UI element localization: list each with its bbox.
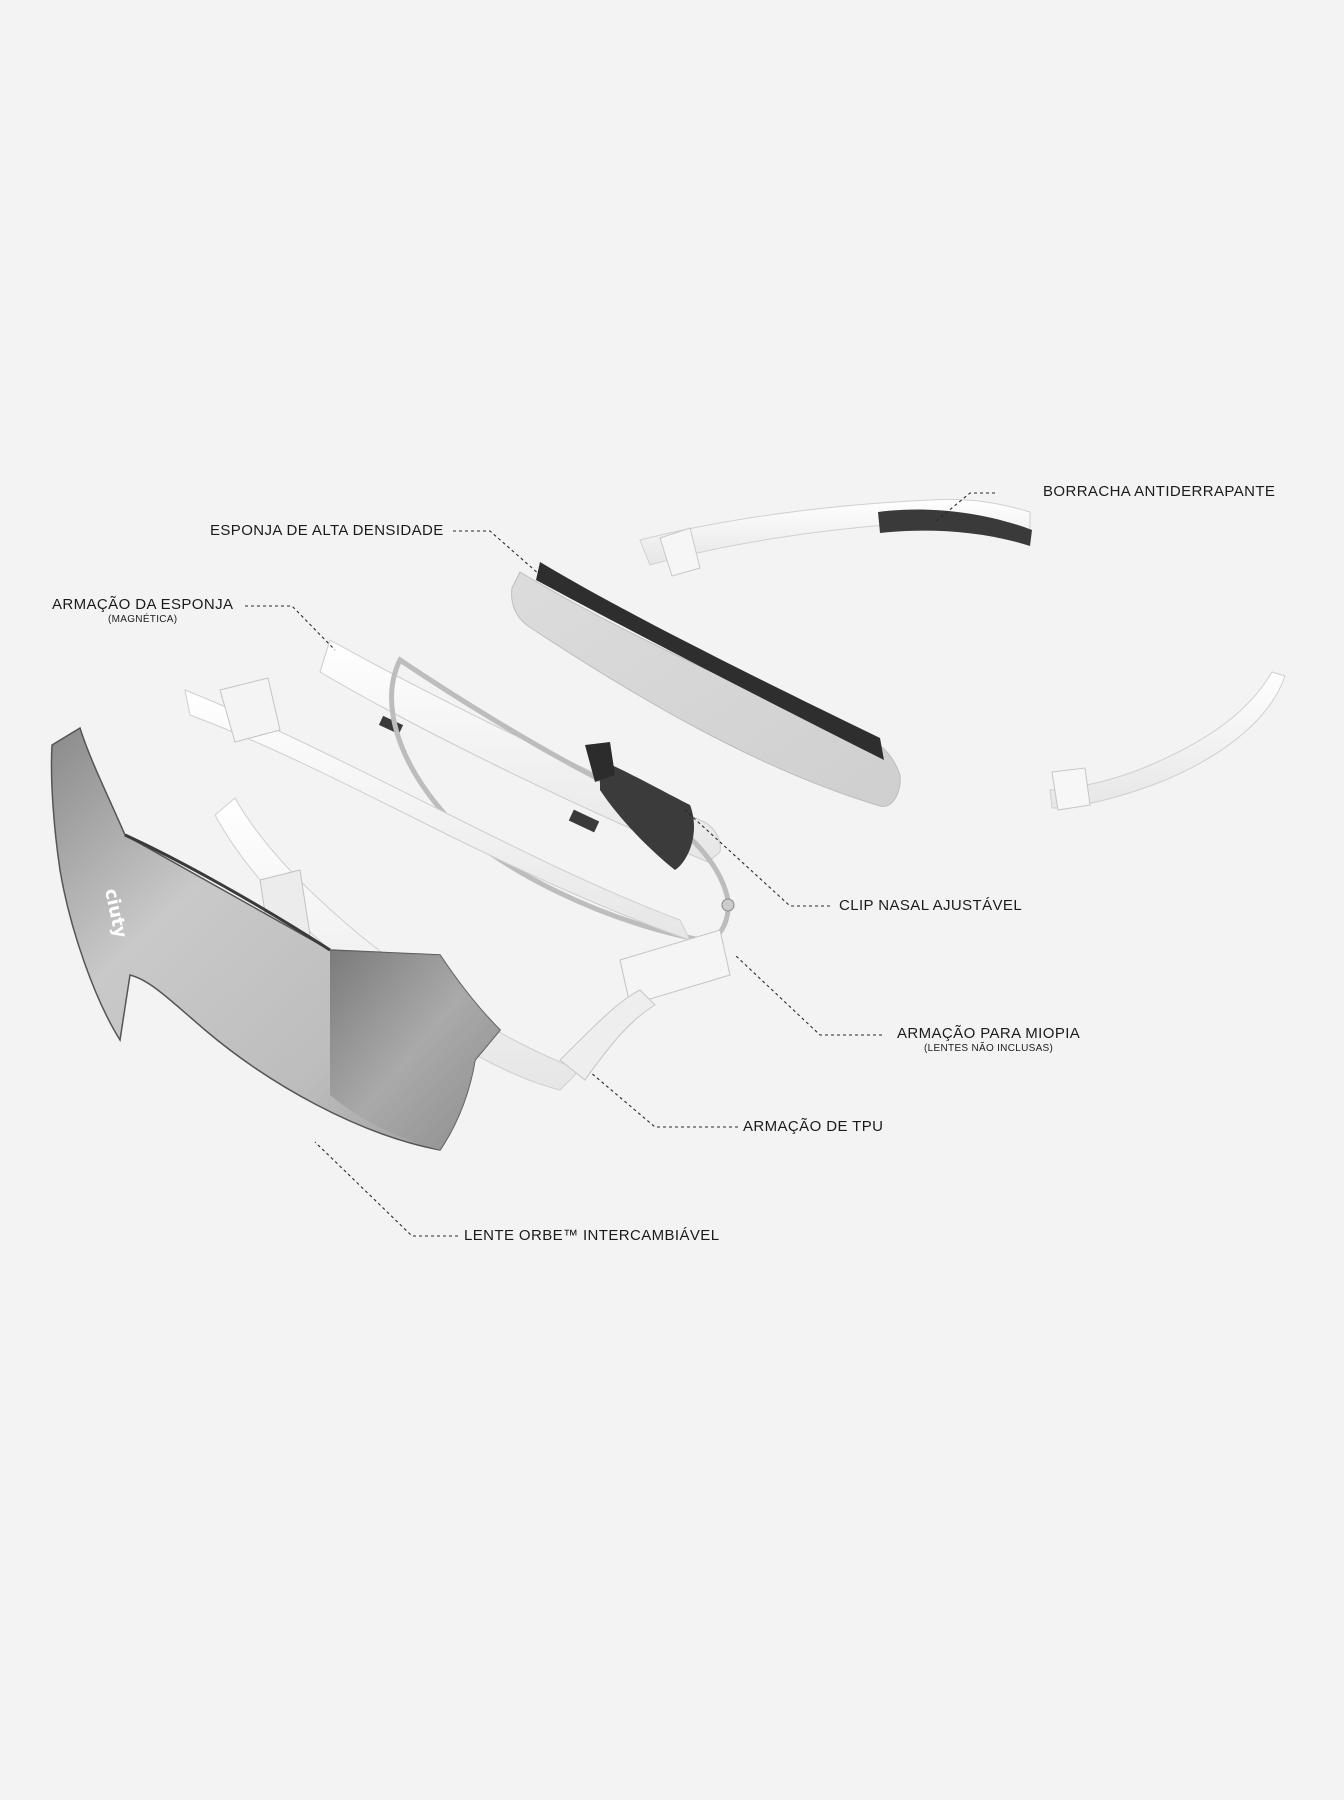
temple-arm-top xyxy=(639,498,1032,577)
callout-esponja-alta-densidade: ESPONJA DE ALTA DENSIDADE xyxy=(210,522,444,540)
callout-label: ESPONJA DE ALTA DENSIDADE xyxy=(210,522,444,539)
callout-label: LENTE ORBE™ INTERCAMBIÁVEL xyxy=(464,1227,720,1244)
high-density-foam xyxy=(511,562,901,807)
callout-lente-orbe: LENTE ORBE™ INTERCAMBIÁVEL xyxy=(464,1227,719,1245)
callout-label: ARMAÇÃO DA ESPONJA xyxy=(52,596,234,613)
callout-note: (LENTES NÃO INCLUSAS) xyxy=(924,1043,1054,1054)
orbe-lens: ciuty xyxy=(50,726,502,1151)
callout-armacao-tpu: ARMAÇÃO DE TPU xyxy=(743,1118,883,1136)
callout-clip-nasal: CLIP NASAL AJUSTÁVEL xyxy=(839,897,1022,915)
nose-clip xyxy=(585,742,695,870)
tpu-frame xyxy=(184,677,731,1091)
temple-arm-bottom xyxy=(1049,671,1286,811)
callout-label: BORRACHA ANTIDERRAPANTE xyxy=(1043,483,1276,500)
callout-label: CLIP NASAL AJUSTÁVEL xyxy=(839,897,1023,914)
callout-label: ARMAÇÃO PARA MIOPIA xyxy=(897,1025,1081,1042)
callout-note: (MAGNÉTICA) xyxy=(108,614,178,625)
callout-armacao-esponja: ARMAÇÃO DA ESPONJA (MAGNÉTICA) xyxy=(52,596,233,626)
callout-armacao-miopia: ARMAÇÃO PARA MIOPIA (LENTES NÃO INCLUSAS… xyxy=(897,1025,1080,1055)
callout-label: ARMAÇÃO DE TPU xyxy=(743,1118,884,1135)
callout-borracha-antiderrapante: BORRACHA ANTIDERRAPANTE xyxy=(1043,483,1275,501)
